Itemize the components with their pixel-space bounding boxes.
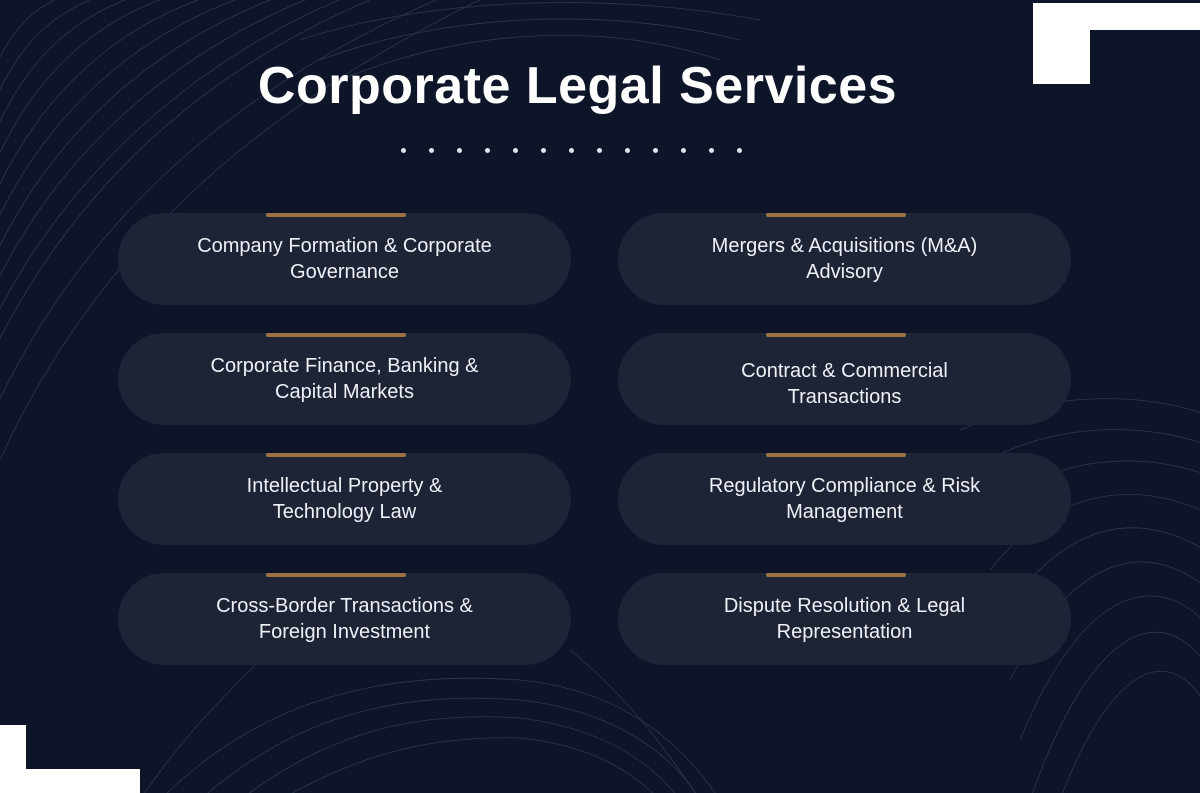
service-label: Dispute Resolution & Legal Representatio… [723,595,966,643]
divider-dot [709,148,714,153]
dotted-divider [401,148,742,153]
page-title: Corporate Legal Services [257,57,898,115]
service-label: Corporate Finance, Banking & Capital Mar… [210,355,479,403]
service-label: Contract & Commercial Transactions [741,360,948,408]
service-label: Regulatory Compliance & Risk Management [708,475,981,523]
divider-dot [457,148,462,153]
divider-dot [569,148,574,153]
service-label: Cross-Border Transactions & Foreign Inve… [216,595,473,643]
service-card-cross-border: Cross-Border Transactions & Foreign Inve… [118,573,571,665]
divider-dot [653,148,658,153]
divider-dot [429,148,434,153]
accent-bar [266,333,406,337]
service-card-intellectual-property: Intellectual Property & Technology Law [118,453,571,545]
accent-bar [266,453,406,457]
service-card-mergers-acquisitions: Mergers & Acquisitions (M&A) Advisory [618,213,1071,305]
divider-dot [597,148,602,153]
service-label: Mergers & Acquisitions (M&A) Advisory [711,235,978,283]
accent-bar [766,573,906,577]
divider-dot [513,148,518,153]
service-card-dispute-resolution: Dispute Resolution & Legal Representatio… [618,573,1071,665]
service-card-contract-commercial: Contract & Commercial Transactions [618,333,1071,425]
divider-dot [681,148,686,153]
accent-bar [766,213,906,217]
accent-bar [766,453,906,457]
divider-dot [401,148,406,153]
divider-dot [625,148,630,153]
accent-bar [766,333,906,337]
service-label: Intellectual Property & Technology Law [246,475,443,523]
divider-dot [485,148,490,153]
service-card-company-formation: Company Formation & Corporate Governance [118,213,571,305]
service-label: Company Formation & Corporate Governance [197,235,492,283]
corner-bracket-top-right [1033,3,1200,84]
accent-bar [266,213,406,217]
accent-bar [266,573,406,577]
divider-dot [737,148,742,153]
divider-dot [541,148,546,153]
corner-bracket-bottom-left [0,725,140,793]
service-card-corporate-finance: Corporate Finance, Banking & Capital Mar… [118,333,571,425]
service-card-regulatory-compliance: Regulatory Compliance & Risk Management [618,453,1071,545]
